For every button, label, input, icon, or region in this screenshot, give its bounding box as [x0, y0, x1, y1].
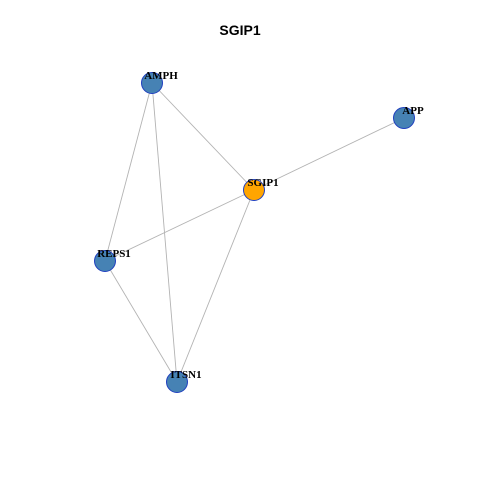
node-reps1: REPS1 — [94, 248, 131, 272]
node-label-app: APP — [402, 105, 424, 117]
node-circle-amph — [141, 72, 163, 94]
node-label-reps1: REPS1 — [97, 248, 131, 260]
edge-sgip1-reps1 — [104, 189, 255, 262]
node-circle-reps1 — [94, 250, 116, 272]
node-label-sgip1: SGIP1 — [247, 177, 278, 189]
edge-layer — [104, 82, 405, 383]
node-app: APP — [393, 105, 424, 129]
node-amph: AMPH — [141, 70, 178, 94]
node-circle-app — [393, 107, 415, 129]
node-label-amph: AMPH — [144, 70, 178, 82]
node-sgip1: SGIP1 — [243, 177, 279, 201]
node-itsn1: ITSN1 — [166, 369, 202, 393]
node-circle-itsn1 — [166, 371, 188, 393]
edge-reps1-itsn1 — [104, 260, 178, 383]
edge-app-sgip1 — [253, 117, 405, 191]
edge-amph-sgip1 — [151, 82, 255, 191]
edge-sgip1-itsn1 — [176, 189, 255, 383]
chart-title: SGIP1 — [219, 22, 261, 38]
node-label-itsn1: ITSN1 — [170, 369, 201, 381]
node-circle-sgip1 — [243, 179, 265, 201]
edge-amph-reps1 — [104, 82, 153, 262]
